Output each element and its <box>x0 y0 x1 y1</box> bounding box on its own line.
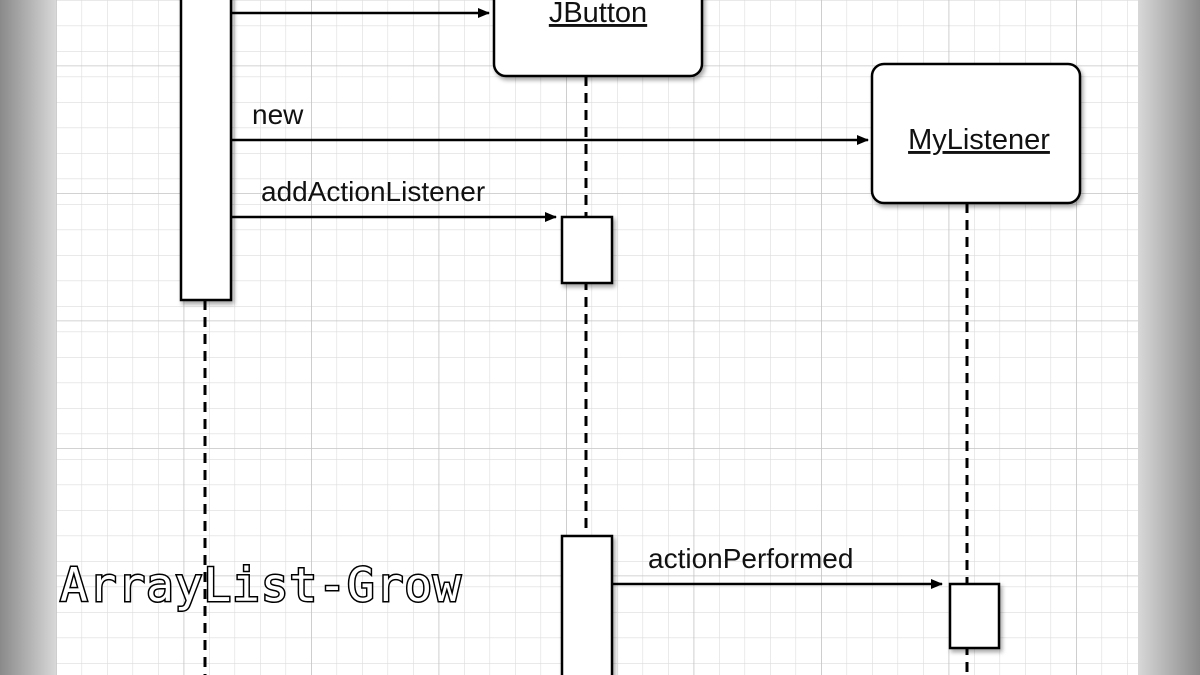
new-message-label: new <box>252 99 304 130</box>
mylistener-activation-bar <box>948 582 1001 650</box>
right-page-shadow <box>1138 0 1200 675</box>
jbutton-label: JButton <box>549 0 647 29</box>
left-page-shadow <box>0 0 56 675</box>
mylistener-label: MyListener <box>908 124 1050 156</box>
caption-overlay: ArrayList-Grow <box>60 558 462 612</box>
caller-activation-bar <box>179 0 233 302</box>
jbutton-activation-bar-1 <box>560 215 614 285</box>
jbutton-activation-bar-2 <box>560 534 614 675</box>
action-performed-label: actionPerformed <box>648 543 853 574</box>
add-action-listener-label: addActionListener <box>261 176 485 207</box>
mylistener-object: MyListener <box>870 62 1082 205</box>
jbutton-object: JButton <box>492 0 704 78</box>
